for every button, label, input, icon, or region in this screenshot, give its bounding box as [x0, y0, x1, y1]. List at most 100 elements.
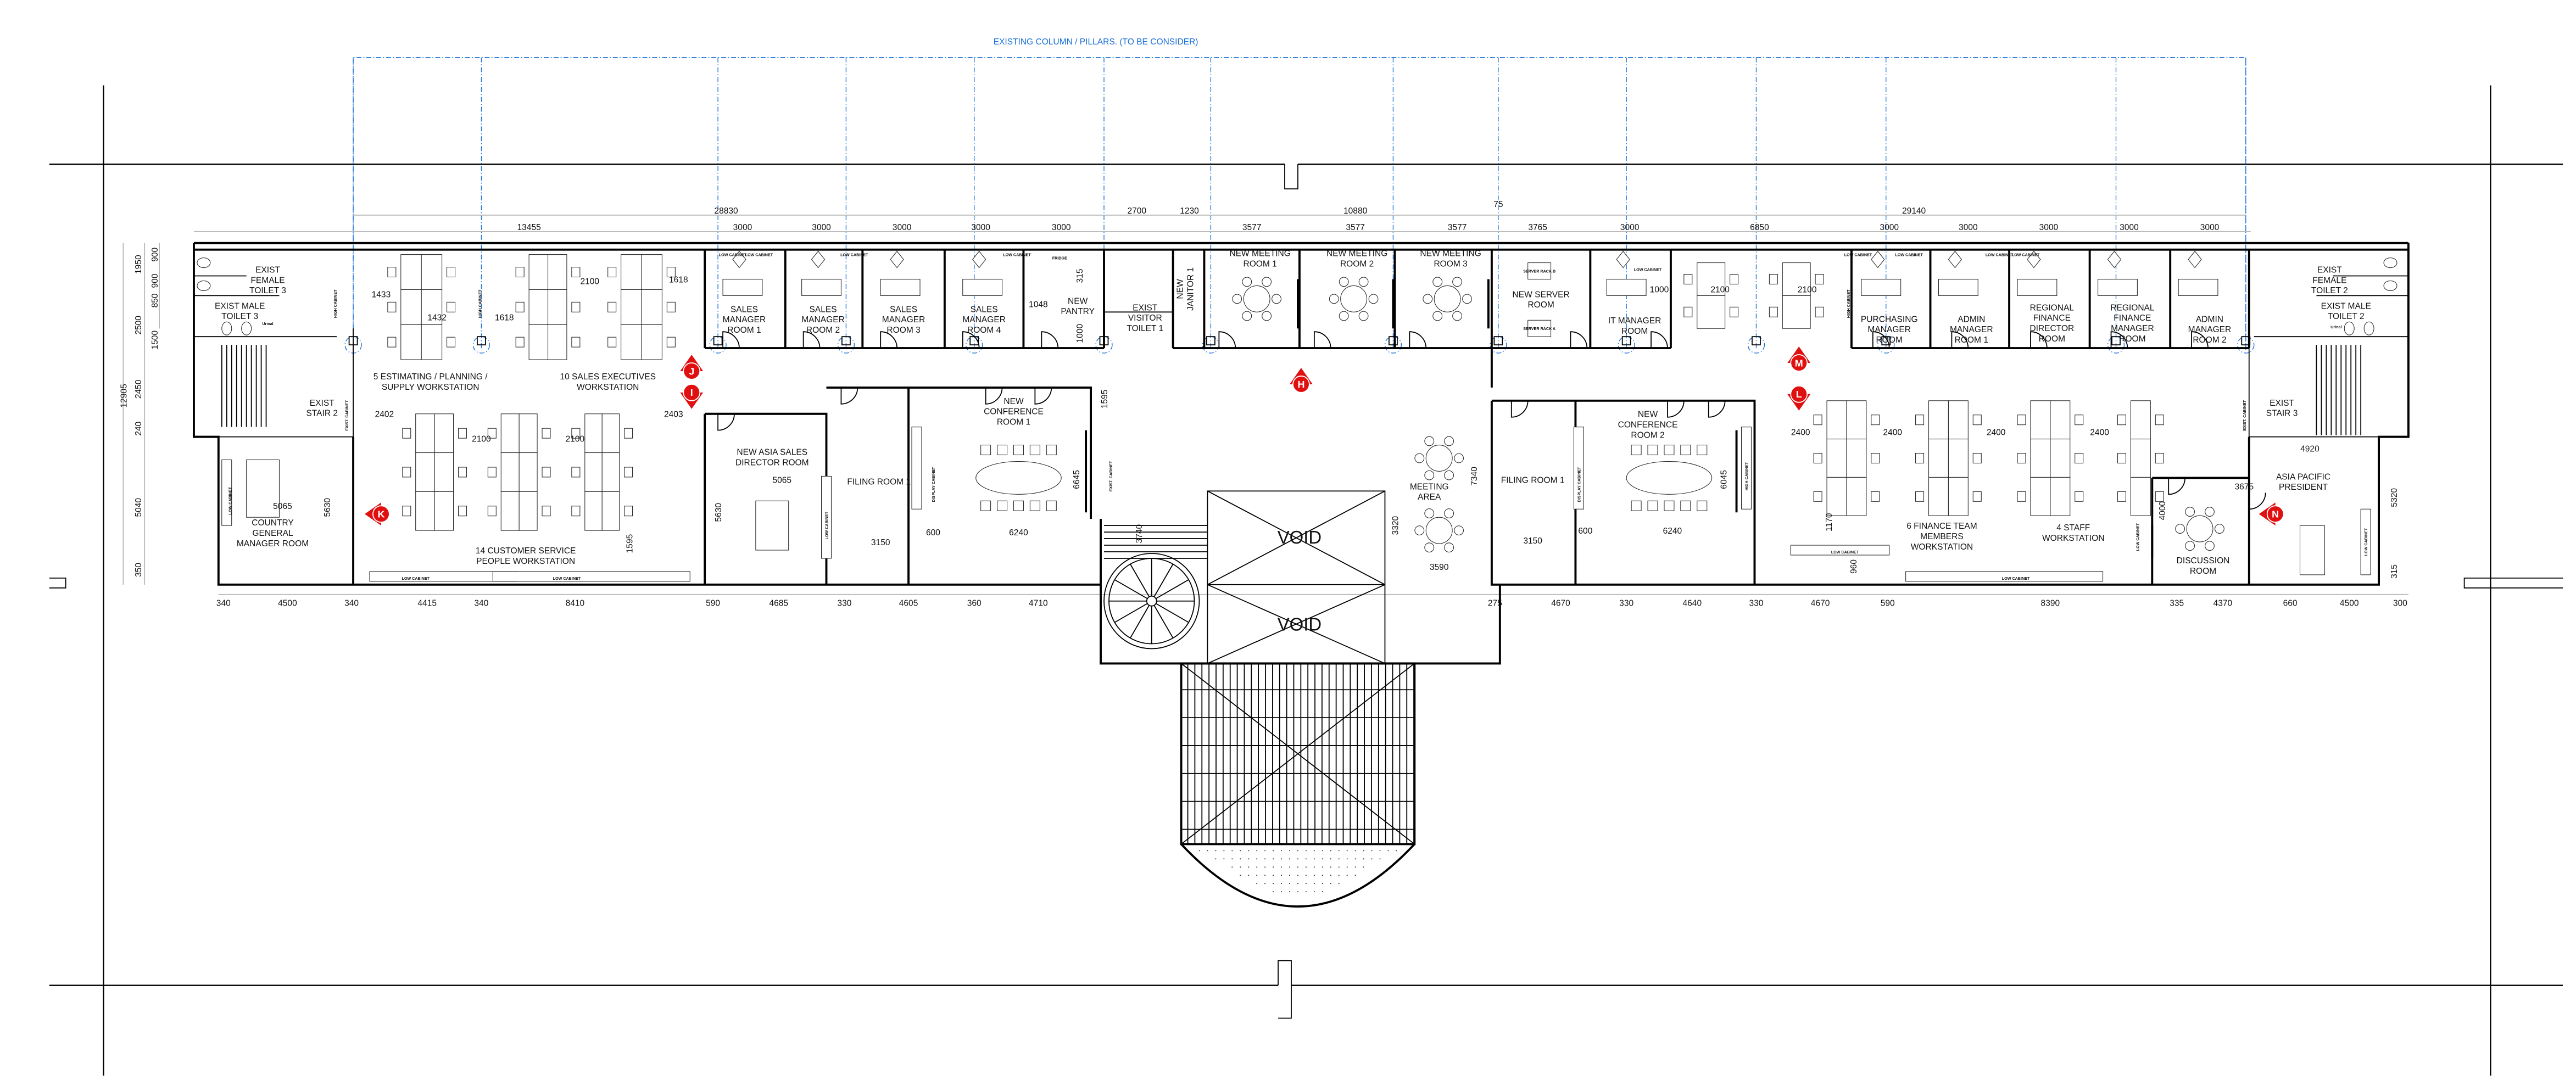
workstation-desk [500, 413, 520, 454]
room-label-line: TOILET 1 [1127, 324, 1163, 333]
chair-icon [1871, 453, 1880, 464]
dimension-label: 6645 [1072, 470, 1081, 489]
room-label-line: DIRECTOR [2029, 324, 2074, 333]
chair-icon [1432, 311, 1443, 321]
room-label-line: ASIA PACIFIC [2276, 472, 2330, 482]
room-label-line: ROOM 2 [806, 326, 840, 335]
room-label-line: ROOM 1 [997, 417, 1030, 427]
room-label-line: ROOM 2 [1631, 430, 1664, 440]
dimension-label: 2100 [1798, 285, 1817, 294]
room-label-line: MANAGER [1950, 325, 1993, 334]
room-label-line: 14 CUSTOMER SERVICE [476, 546, 576, 556]
room-label-line: TOILET 3 [221, 312, 258, 321]
terrace-paving-dot [1215, 858, 1217, 860]
dimension-label: 330 [1749, 599, 1763, 608]
chair-icon [1769, 306, 1778, 317]
workstation-desk [1846, 477, 1867, 516]
toilet-icon [197, 280, 211, 291]
door-swing [880, 331, 898, 349]
chair-icon [1262, 311, 1272, 321]
workstation-desk [641, 254, 662, 290]
chair-icon [2017, 491, 2026, 502]
manager-desk [2017, 278, 2058, 296]
chair-icon [571, 506, 581, 517]
dimension-label: 5320 [2390, 488, 2399, 507]
marker-circle-icon [372, 505, 390, 523]
chair-icon [1029, 500, 1040, 511]
workstation-desk [1928, 477, 1949, 516]
chair-icon [487, 506, 497, 517]
dimension-label: 3577 [1242, 223, 1262, 232]
room-label-line: PANTRY [1061, 307, 1095, 316]
terrace-paving-dot [1215, 850, 1217, 852]
room-label-line: VOID [1278, 614, 1322, 635]
column-icon [1752, 336, 1761, 346]
workstation-desk [421, 254, 443, 290]
fixture-label: DISPLAY CABINET [932, 467, 936, 502]
manager-desk [2299, 525, 2325, 575]
fixture-label: LOW CABINET [1003, 253, 1031, 257]
dimension-label: 13455 [517, 223, 541, 232]
dimension-label: 3000 [2200, 223, 2220, 232]
dimension-label: 1230 [1180, 206, 1199, 216]
dimension-label: 1595 [626, 534, 635, 553]
server-rack-icon [1527, 320, 1552, 337]
terrace-paving-dot [1330, 875, 1331, 876]
chair-icon [1813, 415, 1822, 426]
terrace-paving-dot [1289, 866, 1291, 868]
marker-letter: M [1795, 357, 1803, 368]
terrace-paving-dot [1273, 875, 1274, 876]
room-label-line: MANAGER ROOM [237, 539, 309, 548]
chair-icon [458, 467, 467, 478]
chair-icon [387, 337, 397, 348]
room-label-line: CONFERENCE [984, 407, 1044, 417]
dimension-label: 340 [474, 599, 488, 608]
room-label-line: NEW [1003, 397, 1024, 406]
terrace-paving-dot [1264, 858, 1266, 860]
room-label-line: PURCHASING [1861, 315, 1918, 324]
chair-icon [402, 467, 411, 478]
terrace-paving-dot [1338, 850, 1340, 852]
chair-icon [980, 445, 991, 456]
round-table [1425, 445, 1453, 472]
terrace-paving-dot [1256, 866, 1258, 868]
chair-icon [1683, 306, 1693, 317]
room-label-line: NEW MEETING [1420, 249, 1481, 259]
dimension-label: 330 [1619, 599, 1633, 608]
fixture-label: LOW CABINET [2135, 523, 2140, 551]
door-swing [1667, 400, 1685, 418]
room-label-line: MEMBERS [1920, 532, 1964, 541]
workstation-desk [2130, 439, 2151, 478]
manager-desk [1606, 278, 1647, 296]
chair-icon [2205, 507, 2215, 517]
elevation-marker-j: J [680, 355, 704, 380]
room-label-line: FINANCE [2033, 314, 2071, 323]
workstation-desk [1782, 262, 1811, 296]
fixture-label: LOW CABINET [745, 253, 773, 257]
column-icon [713, 336, 723, 346]
toilet-icon [2363, 321, 2374, 335]
elevation-marker-i: I [680, 384, 704, 409]
workstation-desk [2130, 477, 2151, 516]
room-label: FILING ROOM 1 [847, 477, 911, 486]
room-label-line: WORKSTATION [1911, 542, 1973, 552]
office-chair-icon [1948, 250, 1962, 268]
chair-icon [458, 428, 467, 439]
room-label-line: ROOM [1876, 335, 1903, 345]
room-label-line: TOILET 2 [2311, 286, 2348, 295]
chair-icon [1815, 273, 1824, 284]
workstation-desk [1782, 295, 1811, 329]
manager-desk [2098, 278, 2138, 296]
toilet-icon [2344, 321, 2355, 335]
chair-icon [666, 337, 676, 348]
terrace-paving-dot [1223, 858, 1225, 860]
round-table [1434, 285, 1461, 312]
